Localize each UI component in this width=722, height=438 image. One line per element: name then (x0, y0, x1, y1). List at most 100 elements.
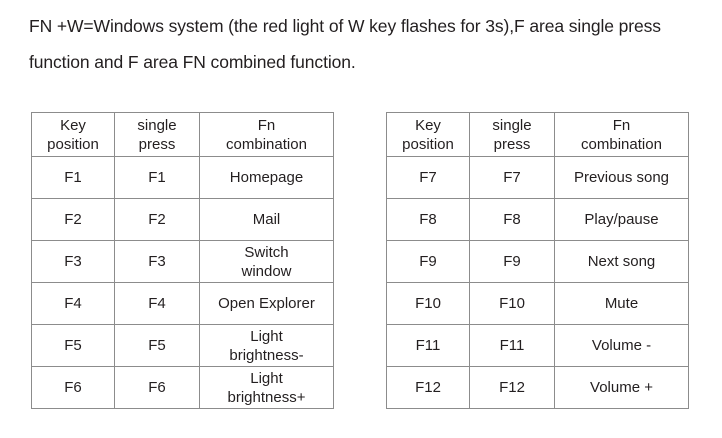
cell-text: F2 (64, 211, 82, 228)
cell-fn-combination: Light brightness- (199, 324, 334, 367)
cell-text: Mute (604, 295, 639, 312)
table-row: F12 F12 Volume + (386, 366, 689, 409)
cell-text: F5 (64, 337, 82, 354)
table-row: F7 F7 Previous song (386, 156, 689, 199)
cell-text: F10 (415, 295, 441, 312)
cell-key-position: F6 (31, 366, 115, 409)
cell-key-position: F9 (386, 240, 470, 283)
cell-text: F8 (503, 211, 521, 228)
cell-fn-combination: Switch window (199, 240, 334, 283)
cell-key-position: F1 (31, 156, 115, 199)
cell-text: F12 (415, 379, 441, 396)
cell-single-press: F5 (114, 324, 200, 367)
header-text: Key position (402, 116, 454, 153)
cell-single-press: F4 (114, 282, 200, 325)
column-header-fn-combination: Fn combination (554, 112, 689, 157)
cell-text: F3 (64, 253, 82, 270)
cell-fn-combination: Open Explorer (199, 282, 334, 325)
cell-text: F5 (148, 337, 166, 354)
table-row: F6 F6 Light brightness+ (31, 366, 334, 409)
cell-text: Volume + (590, 379, 653, 396)
cell-key-position: F7 (386, 156, 470, 199)
column-header-single-press: single press (114, 112, 200, 157)
cell-text: Homepage (229, 169, 304, 186)
cell-key-position: F12 (386, 366, 470, 409)
cell-text: F8 (419, 211, 437, 228)
cell-single-press: F8 (469, 198, 555, 241)
cell-text: F9 (419, 253, 437, 270)
cell-single-press: F11 (469, 324, 555, 367)
cell-text: F6 (64, 379, 82, 396)
cell-fn-combination: Mute (554, 282, 689, 325)
table-row: F10 F10 Mute (386, 282, 689, 325)
cell-text: Mail (252, 211, 281, 228)
cell-single-press: F7 (469, 156, 555, 199)
cell-text: F6 (148, 379, 166, 396)
header-text: Fn combination (581, 116, 662, 153)
table-row: F4 F4 Open Explorer (31, 282, 334, 325)
table-row: F8 F8 Play/pause (386, 198, 689, 241)
column-header-key-position: Key position (386, 112, 470, 157)
cell-text: F12 (499, 379, 525, 396)
header-text: single press (492, 116, 532, 153)
cell-text: Light brightness+ (227, 369, 306, 406)
cell-text: F10 (499, 295, 525, 312)
cell-fn-combination: Next song (554, 240, 689, 283)
table-header-row: Key position single press Fn combination (386, 112, 689, 157)
column-header-single-press: single press (469, 112, 555, 157)
cell-single-press: F12 (469, 366, 555, 409)
cell-key-position: F10 (386, 282, 470, 325)
table-row: F11 F11 Volume - (386, 324, 689, 367)
column-header-key-position: Key position (31, 112, 115, 157)
cell-text: F4 (64, 295, 82, 312)
cell-key-position: F5 (31, 324, 115, 367)
table-row: F2 F2 Mail (31, 198, 334, 241)
cell-text: Previous song (573, 169, 670, 186)
cell-fn-combination: Play/pause (554, 198, 689, 241)
cell-key-position: F8 (386, 198, 470, 241)
header-text: Key position (47, 116, 99, 153)
cell-text: F2 (148, 211, 166, 228)
header-text: Fn combination (226, 116, 307, 153)
cell-key-position: F4 (31, 282, 115, 325)
table-row: F1 F1 Homepage (31, 156, 334, 199)
cell-text: F1 (64, 169, 82, 186)
header-text: single press (137, 116, 177, 153)
fn-key-table-right: Key position single press Fn combination… (386, 112, 689, 409)
cell-fn-combination: Volume - (554, 324, 689, 367)
cell-text: F11 (499, 337, 525, 354)
cell-single-press: F10 (469, 282, 555, 325)
fn-key-table-left: Key position single press Fn combination… (31, 112, 334, 409)
cell-fn-combination: Previous song (554, 156, 689, 199)
cell-single-press: F3 (114, 240, 200, 283)
cell-single-press: F2 (114, 198, 200, 241)
cell-text: F4 (148, 295, 166, 312)
cell-fn-combination: Light brightness+ (199, 366, 334, 409)
cell-text: F3 (148, 253, 166, 270)
cell-text: Open Explorer (218, 295, 315, 312)
cell-text: F11 (415, 337, 441, 354)
cell-text: Light brightness- (229, 327, 304, 364)
cell-single-press: F6 (114, 366, 200, 409)
cell-text: Play/pause (584, 211, 659, 228)
table-header-row: Key position single press Fn combination (31, 112, 334, 157)
cell-key-position: F11 (386, 324, 470, 367)
cell-text: F7 (503, 169, 521, 186)
cell-text: Switch window (241, 243, 292, 280)
intro-paragraph: FN +W=Windows system (the red light of W… (29, 16, 666, 72)
cell-fn-combination: Mail (199, 198, 334, 241)
cell-text: Volume - (591, 337, 652, 354)
cell-text: F1 (148, 169, 166, 186)
cell-key-position: F2 (31, 198, 115, 241)
cell-fn-combination: Homepage (199, 156, 334, 199)
table-row: F3 F3 Switch window (31, 240, 334, 283)
cell-key-position: F3 (31, 240, 115, 283)
cell-single-press: F1 (114, 156, 200, 199)
cell-fn-combination: Volume + (554, 366, 689, 409)
table-row: F5 F5 Light brightness- (31, 324, 334, 367)
cell-text: Next song (587, 253, 656, 270)
table-row: F9 F9 Next song (386, 240, 689, 283)
cell-single-press: F9 (469, 240, 555, 283)
cell-text: F9 (503, 253, 521, 270)
cell-text: F7 (419, 169, 437, 186)
